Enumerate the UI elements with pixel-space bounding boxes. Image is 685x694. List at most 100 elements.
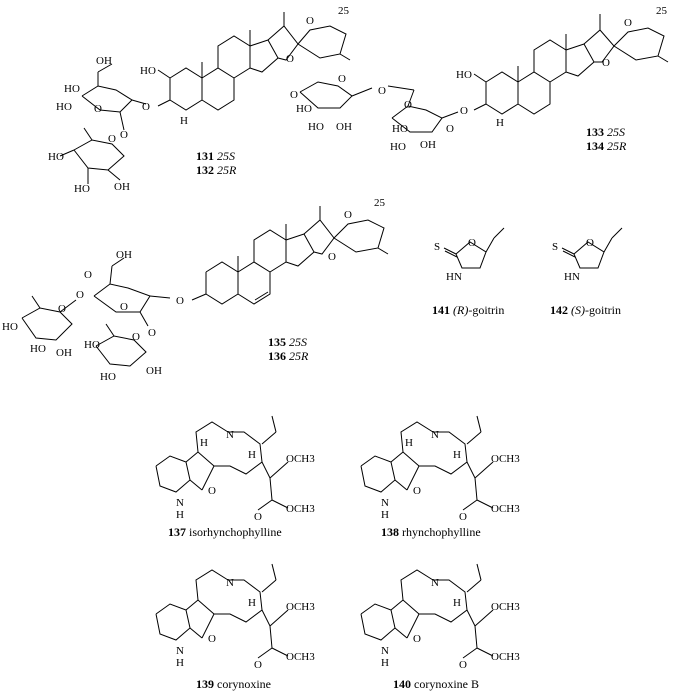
atom-label: OH: [336, 121, 352, 133]
atom-label: H: [180, 115, 188, 127]
atom-label: O: [413, 485, 421, 497]
atom-label: H: [453, 449, 461, 461]
atom-label: O: [208, 485, 216, 497]
atom-label: HO: [456, 69, 472, 81]
compound-label-136: 136 25R: [268, 349, 309, 363]
atom-label: OCH3: [491, 651, 520, 663]
atom-label: O: [404, 99, 412, 111]
atom-label: OCH3: [491, 601, 520, 613]
atom-label: O: [120, 129, 128, 141]
atom-label: OH: [146, 365, 162, 377]
structure-135-136: O OH O O O O O HO HO OH O HO HO OH O O 2…: [2, 197, 389, 383]
atom-label: O: [338, 73, 346, 85]
atom-label: O: [306, 15, 314, 27]
compound-label-135: 135 25S: [268, 335, 307, 349]
atom-label: O: [459, 511, 467, 523]
compound-label-133: 133 25S: [586, 125, 625, 139]
atom-label: OCH3: [286, 601, 315, 613]
atom-label: HO: [390, 141, 406, 153]
atom-label: S: [552, 241, 558, 253]
atom-label: N: [226, 429, 234, 441]
atom-label: HO: [2, 321, 18, 333]
atom-label: O: [459, 659, 467, 671]
atom-label: HO: [84, 339, 100, 351]
atom-label: O: [624, 17, 632, 29]
atom-label: O: [254, 511, 262, 523]
atom-label: O: [344, 209, 352, 221]
atom-label: O: [76, 289, 84, 301]
atom-label: OH: [56, 347, 72, 359]
compound-label-132: 132 25R: [196, 163, 237, 177]
atom-label: 25: [374, 197, 386, 209]
atom-label: O: [468, 237, 476, 249]
atom-label: HO: [308, 121, 324, 133]
atom-label: HO: [140, 65, 156, 77]
atom-label: HO: [100, 371, 116, 383]
atom-label: N: [431, 577, 439, 589]
atom-label: O: [108, 133, 116, 145]
atom-label: O: [602, 57, 610, 69]
structure-142: S O HN 142 (S)-goitrin: [550, 227, 623, 317]
atom-label: OCH3: [491, 453, 520, 465]
atom-label: HO: [30, 343, 46, 355]
atom-label: HN: [446, 271, 462, 283]
atom-label: O: [290, 89, 298, 101]
atom-label: HN: [564, 271, 580, 283]
structure-131-132: HO O H O HO HO OH O O HO HO OH O O 25 13…: [48, 5, 351, 195]
atom-label: O: [120, 301, 128, 313]
atom-label: H: [176, 657, 184, 669]
atom-label: O: [446, 123, 454, 135]
atom-label: O: [142, 101, 150, 113]
atom-label: N: [431, 429, 439, 441]
atom-label: OCH3: [286, 453, 315, 465]
structure-140: N H OCH3 O N H O OCH3 140 corynoxine B: [360, 563, 520, 691]
atom-label: OCH3: [286, 651, 315, 663]
atom-label: OCH3: [286, 503, 315, 515]
structure-141: S O HN 141 (R)-goitrin: [432, 227, 505, 317]
atom-label: OH: [420, 139, 436, 151]
atom-label: S: [434, 241, 440, 253]
atom-label: HO: [296, 103, 312, 115]
atom-label: N: [226, 577, 234, 589]
atom-label: O: [378, 85, 386, 97]
compound-label-134: 134 25R: [586, 139, 627, 153]
atom-label: H: [496, 117, 504, 129]
atom-label: O: [176, 295, 184, 307]
compound-label-142: 142 (S)-goitrin: [550, 303, 621, 317]
atom-label: O: [460, 105, 468, 117]
atom-label: O: [413, 633, 421, 645]
structure-139: N H OCH3 O N H O OCH3 139 corynoxine: [155, 563, 315, 691]
structure-137: N H H OCH3 O N H O OCH3 137 isorhynchoph…: [155, 415, 315, 539]
atom-label: HO: [74, 183, 90, 195]
atom-label: O: [58, 303, 66, 315]
atom-label: O: [254, 659, 262, 671]
atom-label: O: [94, 103, 102, 115]
atom-label: H: [381, 509, 389, 521]
compound-label-131: 131 25S: [196, 149, 235, 163]
atom-label: N: [176, 497, 184, 509]
atom-label: H: [248, 449, 256, 461]
atom-label: O: [208, 633, 216, 645]
atom-label: OH: [96, 55, 112, 67]
atom-label: 25: [656, 5, 668, 17]
atom-label: HO: [56, 101, 72, 113]
atom-label: OH: [116, 249, 132, 261]
atom-label: H: [200, 437, 208, 449]
atom-label: OCH3: [491, 503, 520, 515]
compound-label-139: 139 corynoxine: [196, 677, 271, 691]
atom-label: H: [381, 657, 389, 669]
atom-label: O: [286, 53, 294, 65]
compound-label-138: 138 rhynchophylline: [381, 525, 481, 539]
structure-138: N H H OCH3 O N H O OCH3 138 rhynchophyll…: [360, 415, 520, 539]
atom-label: O: [586, 237, 594, 249]
compound-label-140: 140 corynoxine B: [393, 677, 479, 691]
atom-label: HO: [48, 151, 64, 163]
atom-label: O: [148, 327, 156, 339]
atom-label: HO: [64, 83, 80, 95]
compound-label-137: 137 isorhynchophylline: [168, 525, 282, 539]
atom-label: 25: [338, 5, 350, 17]
atom-label: H: [176, 509, 184, 521]
compound-label-141: 141 (R)-goitrin: [432, 303, 504, 317]
atom-label: OH: [114, 181, 130, 193]
atom-label: H: [405, 437, 413, 449]
